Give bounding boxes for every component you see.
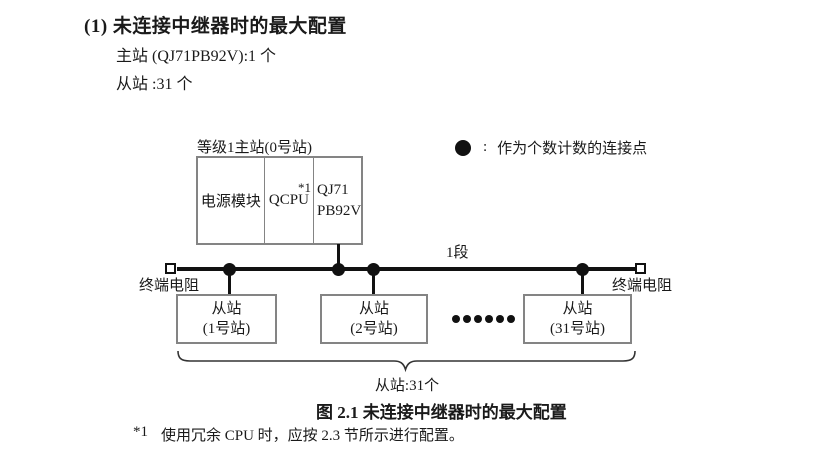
- slave2-drop-line: [371, 269, 375, 295]
- legend: : 作为个数计数的连接点: [455, 137, 647, 158]
- segment-label: 1段: [446, 245, 469, 261]
- legend-text: 作为个数计数的连接点: [497, 141, 648, 157]
- master-station-box: 电源模块 QCPU *1 QJ71 PB92V: [196, 156, 363, 245]
- slave-label: 从站: [211, 300, 242, 317]
- footnote: *1 使用冗余 CPU 时，应按 2.3 节所示进行配置。: [133, 424, 464, 445]
- slave-range-brace: [177, 350, 636, 373]
- ellipsis-dots-icon: [452, 315, 515, 323]
- slave-number: (2号站): [350, 321, 398, 337]
- connection-dot: [331, 262, 345, 276]
- terminal-resistor-right-label: 终端电阻: [612, 278, 673, 294]
- slave31-drop-line: [580, 269, 584, 295]
- slave-number: (31号站): [550, 321, 605, 337]
- legend-separator: :: [483, 139, 488, 155]
- footnote-marker: *1: [133, 424, 148, 440]
- slave-station-31-box: 从站 (31号站): [523, 294, 632, 344]
- terminal-resistor-left-label: 终端电阻: [139, 278, 200, 294]
- slave-number: (1号站): [202, 321, 251, 337]
- master-station-label: 等级1主站(0号站): [197, 140, 312, 156]
- master-drop-line: [336, 244, 340, 269]
- network-module-line2: PB92V: [317, 202, 362, 219]
- slave-label: 从站: [562, 300, 593, 317]
- network-module-cell: QJ71 PB92V: [314, 158, 361, 243]
- network-module-line1: QJ71: [317, 182, 349, 199]
- brace-label: 从站:31个: [374, 378, 440, 394]
- cpu-cell: QCPU *1: [265, 158, 314, 243]
- cpu-footnote-ref: *1: [298, 180, 311, 195]
- slave-station-2-box: 从站 (2号站): [320, 294, 428, 344]
- power-module-cell: 电源模块: [198, 158, 265, 243]
- section-heading: (1) 未连接中继器时的最大配置: [84, 16, 347, 37]
- terminal-resistor-right-icon: [635, 263, 646, 274]
- footnote-text: 使用冗余 CPU 时，应按 2.3 节所示进行配置。: [161, 428, 464, 444]
- slave1-drop-line: [227, 269, 231, 295]
- slave-station-1-box: 从站 (1号站): [176, 294, 277, 344]
- figure-caption: 图 2.1 未连接中继器时的最大配置: [316, 403, 567, 422]
- slave-label: 从站: [358, 300, 389, 317]
- cpu-label: QCPU: [268, 192, 309, 208]
- slave-count-line: 从站 :31 个: [116, 76, 193, 93]
- master-count-line: 主站 (QJ71PB92V):1 个: [116, 48, 277, 65]
- bus-segment-line: [177, 267, 636, 271]
- terminal-resistor-left-icon: [165, 263, 176, 274]
- connection-point-icon: [455, 139, 471, 156]
